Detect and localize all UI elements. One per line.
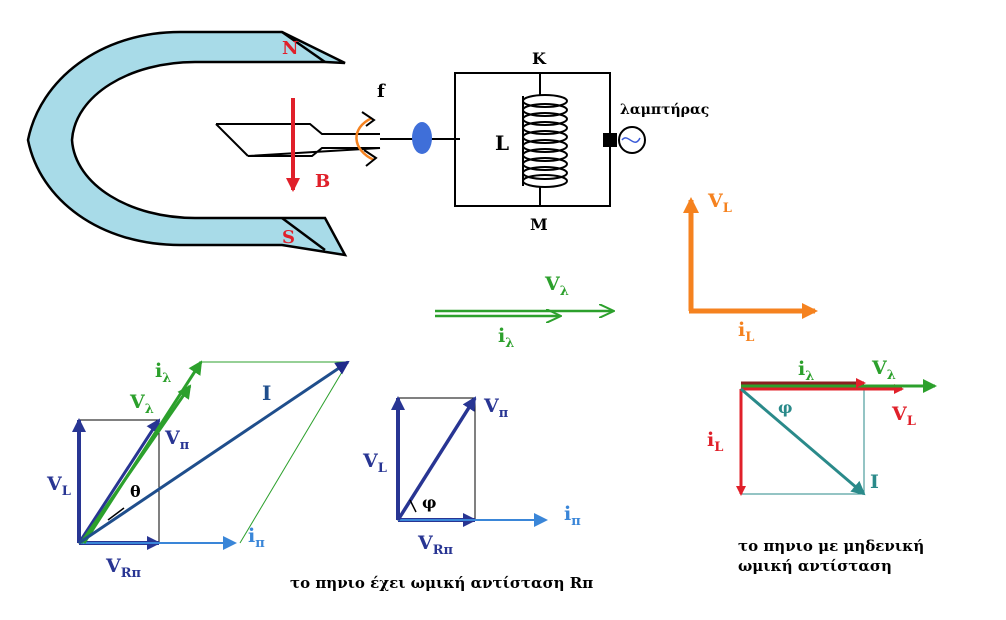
right-i-arrow xyxy=(740,387,866,496)
frequency-label: f xyxy=(377,81,386,102)
caption-resistive-coil: το πηνιο έχει ωμική αντίσταση Rπ xyxy=(290,574,594,592)
rotating-loop: f xyxy=(215,81,460,167)
left-theta-arc xyxy=(107,507,125,521)
left-i-arrow xyxy=(78,360,350,545)
orange-il-label: iL xyxy=(738,319,754,345)
coil-inductor xyxy=(522,94,568,188)
right-phasor-diagram: φ iλ Vλ VL iL I xyxy=(707,357,937,496)
middle-vl-label: VL xyxy=(362,450,387,476)
node-k-label: K xyxy=(532,49,547,68)
right-ilambda-label: iλ xyxy=(798,358,814,384)
middle-vp-arrow xyxy=(396,396,477,521)
caption-ideal-coil-line1: το πηνιο με μηδενική xyxy=(738,537,925,555)
right-il-label: iL xyxy=(707,429,723,455)
left-vlambda-label: Vλ xyxy=(129,391,154,417)
rotation-arrow xyxy=(355,116,375,162)
left-ilambda-arrow xyxy=(82,360,203,544)
middle-ip-label: iπ xyxy=(564,503,581,529)
lamp-filament xyxy=(621,137,641,143)
left-i-label: I xyxy=(262,381,271,405)
left-phasor-diagram: θ VL VRπ iπ Vπ Vλ iλ I xyxy=(46,360,350,581)
green-vl-label: Vλ xyxy=(544,273,569,299)
slip-ring-oval xyxy=(412,122,432,154)
middle-vrp-label: VRπ xyxy=(417,532,454,558)
green-phasor-pair: Vλ iλ xyxy=(435,273,613,351)
magnet-north-label: N xyxy=(282,38,298,59)
caption-ideal-coil-line2: ωμική αντίσταση xyxy=(738,557,892,575)
magnet-pole-divider-n xyxy=(281,30,326,64)
left-vrp-label: VRπ xyxy=(105,555,142,581)
orange-phasor-axes: VL iL xyxy=(683,190,818,345)
left-theta-label: θ xyxy=(130,482,141,501)
right-i-label: I xyxy=(870,471,879,493)
coil-l-label: L xyxy=(495,131,509,155)
left-vp-label: Vπ xyxy=(164,427,190,453)
green-il-label: iλ xyxy=(498,325,514,351)
right-phi-label: φ xyxy=(778,398,792,417)
node-m-label: M xyxy=(530,215,548,234)
magnet-south-label: S xyxy=(282,227,295,248)
lc-circuit: K M L λαμπτήρας xyxy=(454,49,709,234)
orange-vl-label: VL xyxy=(707,190,732,216)
lamp-bulb xyxy=(618,126,646,154)
left-ip-label: iπ xyxy=(248,525,265,551)
rotation-tick-1 xyxy=(361,111,376,127)
left-parallelogram-edge-2 xyxy=(239,361,349,544)
middle-phi-arc xyxy=(409,499,417,513)
magnet-pole-divider-s xyxy=(281,216,326,252)
right-vlambda-label: Vλ xyxy=(871,357,896,383)
right-vl-label: VL xyxy=(891,403,916,429)
lamp-label: λαμπτήρας xyxy=(620,102,709,118)
lamp-socket xyxy=(603,133,617,147)
rotation-tick-2 xyxy=(363,149,378,167)
magnetic-field-arrow: B xyxy=(286,98,330,192)
left-vl-label: VL xyxy=(46,473,71,499)
middle-phi-label: φ xyxy=(422,493,436,512)
middle-vp-label: Vπ xyxy=(483,395,509,421)
left-vp-arrow xyxy=(77,418,161,544)
field-b-label: B xyxy=(315,171,330,192)
left-ilambda-label: iλ xyxy=(155,360,171,386)
middle-phasor-diagram: φ VL VRπ iπ Vπ xyxy=(362,395,581,558)
loop-frame-lower xyxy=(215,123,249,157)
magnet-body xyxy=(26,30,348,257)
horseshoe-magnet: N S xyxy=(26,30,348,257)
